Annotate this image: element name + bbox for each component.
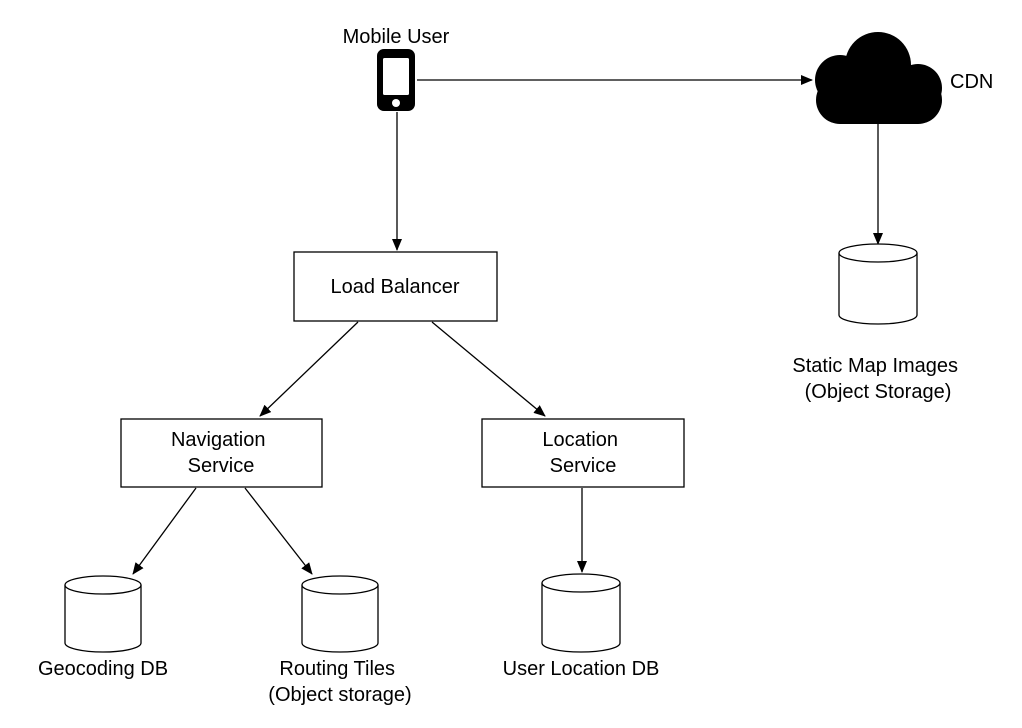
load-balancer-label: Load Balancer	[331, 276, 460, 298]
location-service-node[interactable]: Location Service	[481, 418, 685, 488]
load-balancer-node[interactable]: Load Balancer	[293, 251, 498, 322]
static-map-images-label: Static Map Images (Object Storage)	[792, 355, 963, 403]
edge-load-balancer-to-navigation	[259, 321, 359, 417]
static-map-images-node[interactable]: Static Map Images (Object Storage)	[792, 243, 963, 403]
geocoding-db-node[interactable]: Geocoding DB	[38, 575, 168, 680]
edge-load-balancer-to-location	[431, 321, 546, 417]
location-service-label: Location Service	[542, 429, 623, 477]
geocoding-db-label: Geocoding DB	[38, 658, 168, 680]
cloud-icon	[815, 32, 942, 124]
navigation-service-box	[120, 418, 323, 488]
routing-tiles-node[interactable]: Routing Tiles (Object storage)	[268, 575, 412, 706]
smartphone-icon	[377, 49, 415, 111]
database-cylinder-icon	[838, 243, 918, 325]
navigation-service-label: Navigation Service	[171, 429, 271, 477]
database-cylinder-icon	[301, 575, 379, 653]
database-cylinder-icon	[64, 575, 142, 653]
edge-navigation-to-geocoding	[132, 487, 197, 575]
user-location-db-label: User Location DB	[503, 658, 660, 680]
user-location-db-node[interactable]: User Location DB	[503, 573, 660, 680]
mobile-user-node[interactable]: Mobile User	[343, 26, 450, 111]
database-cylinder-icon	[541, 573, 621, 653]
routing-tiles-label: Routing Tiles (Object storage)	[268, 658, 411, 706]
cdn-label: CDN	[950, 71, 993, 93]
location-service-box	[481, 418, 685, 488]
load-balancer-box	[293, 251, 498, 322]
mobile-user-label: Mobile User	[343, 26, 450, 48]
edge-navigation-to-routing-tiles	[244, 487, 313, 575]
cdn-node[interactable]: CDN	[815, 32, 993, 124]
navigation-service-node[interactable]: Navigation Service	[120, 418, 323, 488]
